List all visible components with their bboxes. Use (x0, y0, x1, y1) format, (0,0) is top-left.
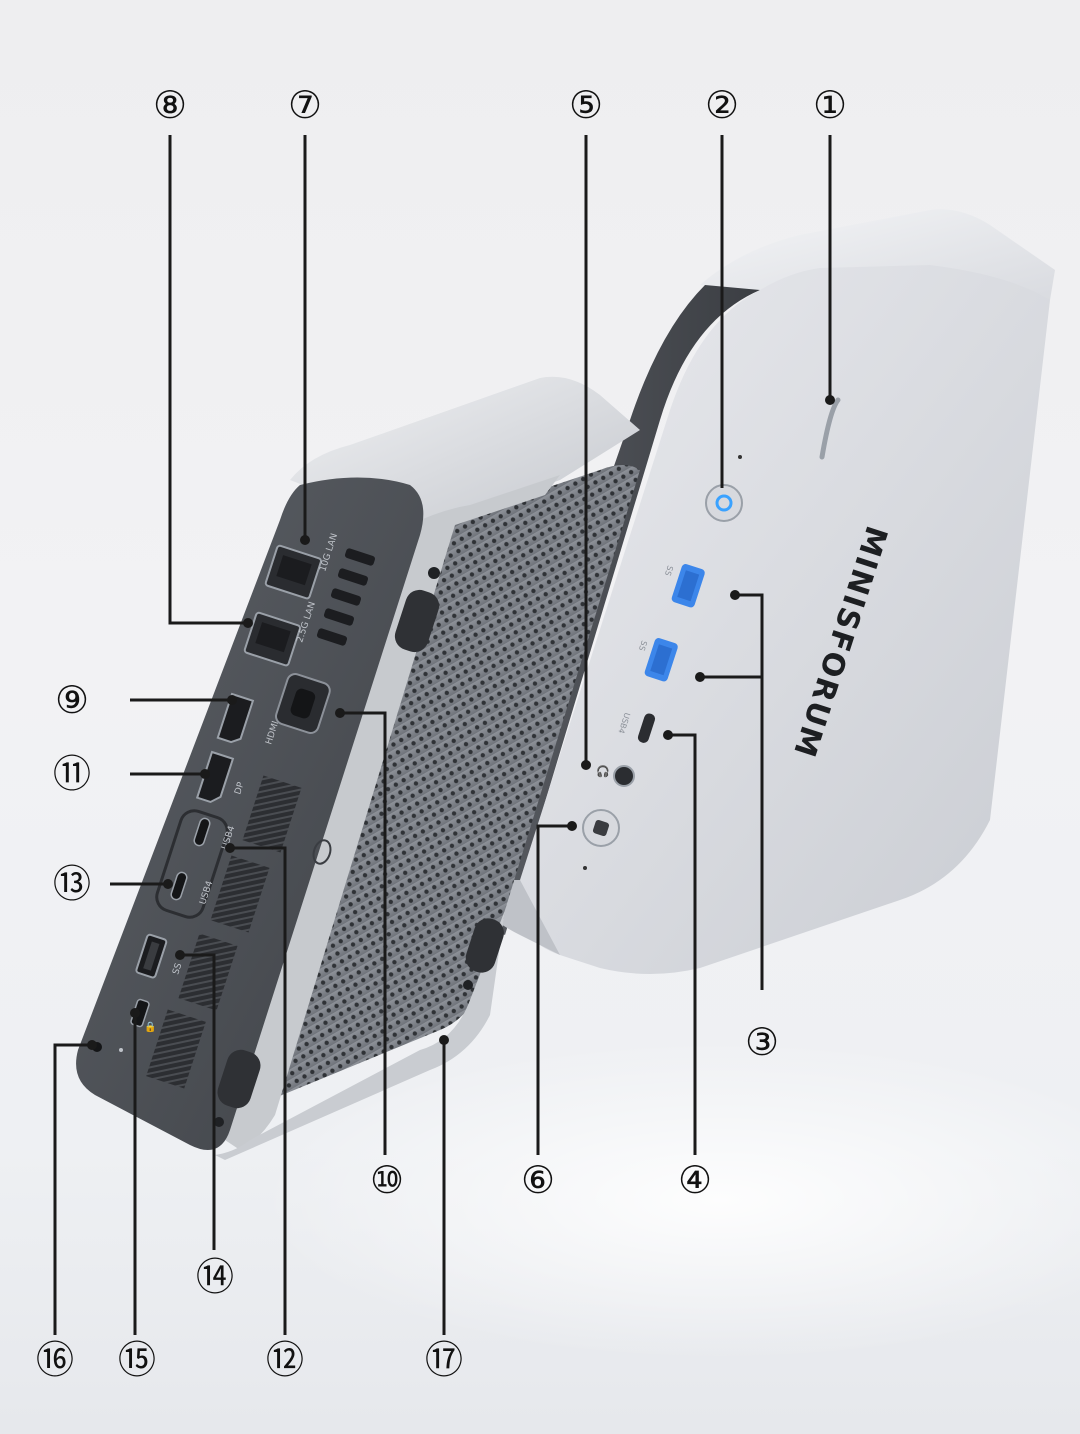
usb-c-port-rear-top[interactable] (193, 817, 211, 847)
dp-label: DP (233, 781, 247, 796)
callout-17: ⑰ (425, 1338, 463, 1382)
lan-port-bottom[interactable] (243, 611, 301, 667)
power-button[interactable] (705, 484, 743, 522)
callout-14: ⑭ (196, 1255, 234, 1299)
callout-15: ⑮ (118, 1338, 156, 1382)
power-led-icon (715, 494, 733, 512)
callout-11: ⑪ (53, 752, 91, 796)
headphone-icon: 🎧 (596, 765, 610, 778)
callout-7: ⑦ (288, 83, 322, 127)
callout-3: ③ (745, 1020, 779, 1064)
microphone-hole (583, 866, 587, 870)
leader-line-4 (668, 733, 697, 1155)
callout-16: ⑯ (36, 1338, 74, 1382)
function-button-icon (592, 819, 610, 837)
rear-device-mesh-frame (225, 475, 560, 1150)
leader-line-8 (168, 135, 248, 625)
screw-hole (428, 567, 440, 579)
usb-a-port-front-top[interactable] (671, 563, 706, 608)
rear-device: 10G LAN 2.5G LAN HDMI DP (76, 376, 640, 1160)
heatsink-fins (210, 855, 270, 933)
rubber-foot (465, 918, 504, 973)
lock-icon: 🔒 (144, 1021, 156, 1033)
callout-5: ⑤ (569, 83, 603, 127)
side-button[interactable] (819, 397, 841, 460)
callout-1: ① (813, 83, 847, 127)
leader-line-14 (180, 953, 216, 1250)
indicator-dot (119, 1048, 123, 1052)
rubber-foot (217, 1049, 261, 1109)
callout-numbers: ① ② ③ ④ ⑤ ⑥ ⑦ ⑧ ⑨ ⑩ ⑪ ⑫ ⑬ ⑭ ⑮ ⑯ ⑰ (36, 83, 847, 1382)
headphone-jack[interactable] (613, 765, 635, 787)
leader-line-12 (230, 846, 287, 1335)
leader-line-10 (340, 711, 387, 1155)
heatsink-fins (242, 775, 302, 853)
heatsink-fins (146, 1009, 206, 1089)
usb-a-rear-label: SS (171, 962, 184, 976)
usb-a-front-bottom-label: SS (637, 639, 649, 651)
lan-port-top[interactable] (264, 544, 322, 600)
usb-a-front-top-label: SS (663, 564, 675, 576)
leader-line-3 (700, 593, 764, 990)
callout-4: ④ (678, 1158, 712, 1202)
usb-a-port-rear[interactable] (135, 933, 168, 979)
lid-latch (312, 839, 332, 865)
leader-line-16 (53, 1043, 92, 1335)
heatsink-fins (178, 933, 238, 1011)
callout-6: ⑥ (521, 1158, 555, 1202)
leader-line-6 (536, 824, 572, 1155)
usb-c-port-rear-bottom[interactable] (170, 871, 188, 901)
usb-c-rear-group (155, 809, 229, 919)
hdmi-port[interactable] (216, 692, 255, 745)
callout-13: ⑬ (53, 862, 91, 906)
rear-device-mesh-side (230, 465, 640, 1135)
front-device-face (516, 265, 1050, 974)
displayport-port[interactable] (195, 750, 235, 804)
leader-lines (53, 135, 832, 1335)
leader-end-dots (87, 395, 835, 1050)
callout-12: ⑫ (266, 1338, 304, 1382)
usb-c-port-front[interactable] (637, 712, 657, 744)
rear-panel (76, 477, 424, 1150)
background-glow (260, 1040, 1080, 1360)
callout-10: ⑩ (370, 1158, 404, 1202)
rear-vent (316, 548, 376, 646)
callout-2: ② (705, 83, 739, 127)
screw-hole (463, 980, 473, 990)
power-indicator-dot (738, 455, 742, 459)
callout-9: ⑨ (55, 678, 89, 722)
callout-8: ⑧ (153, 83, 187, 127)
rubber-foot (394, 589, 440, 653)
usb-a-port-front-bottom[interactable] (644, 637, 679, 682)
screw-hole (214, 1117, 224, 1127)
power-input-port[interactable] (274, 672, 332, 735)
